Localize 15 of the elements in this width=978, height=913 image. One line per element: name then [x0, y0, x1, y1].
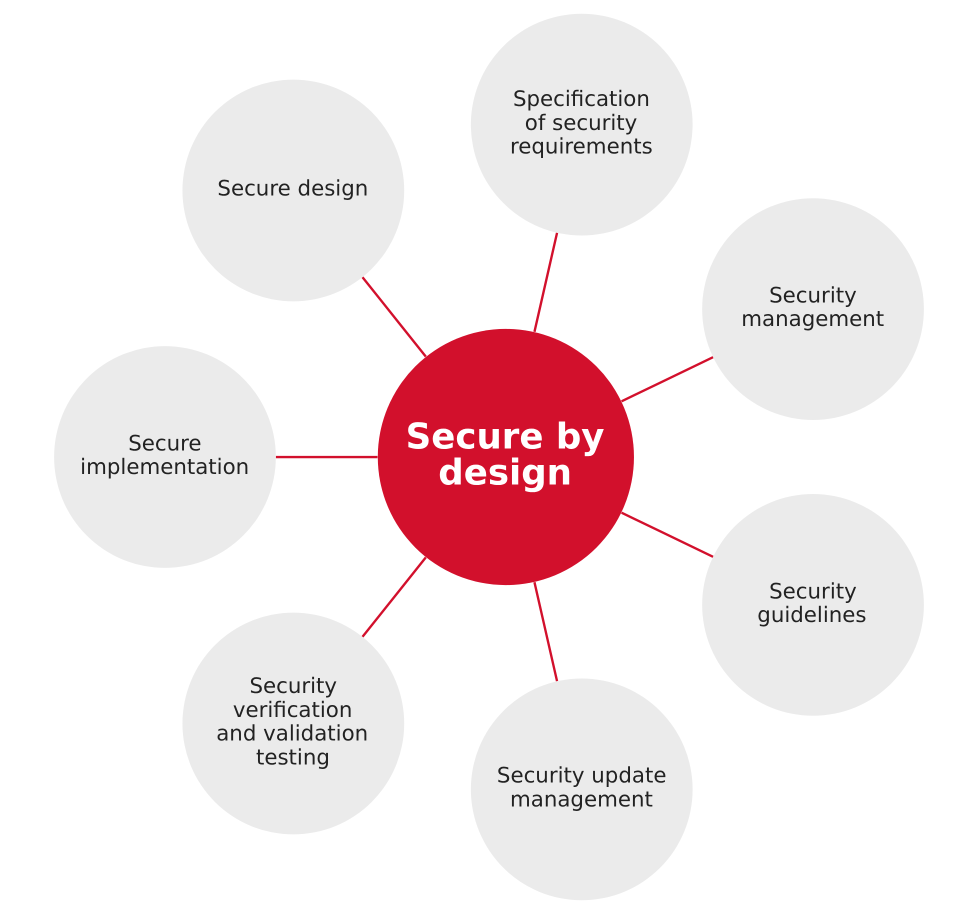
connector — [362, 556, 427, 638]
node-circle: Security verification and validation testing — [182, 612, 404, 834]
node-circle: Security update management — [470, 678, 693, 900]
node-circle: Secure by design — [378, 328, 634, 585]
node-circle: Secure implementation — [54, 346, 276, 568]
connector — [621, 511, 714, 558]
node-circle: Specification of security requirements — [470, 13, 693, 236]
node-circle: Security management — [702, 198, 924, 420]
connector — [621, 356, 714, 402]
connector — [362, 276, 427, 357]
connector — [533, 232, 558, 332]
node-circle: Security guidelines — [702, 494, 924, 716]
node-circle: Secure design — [182, 79, 404, 301]
connector — [276, 455, 378, 458]
connector — [533, 581, 558, 681]
